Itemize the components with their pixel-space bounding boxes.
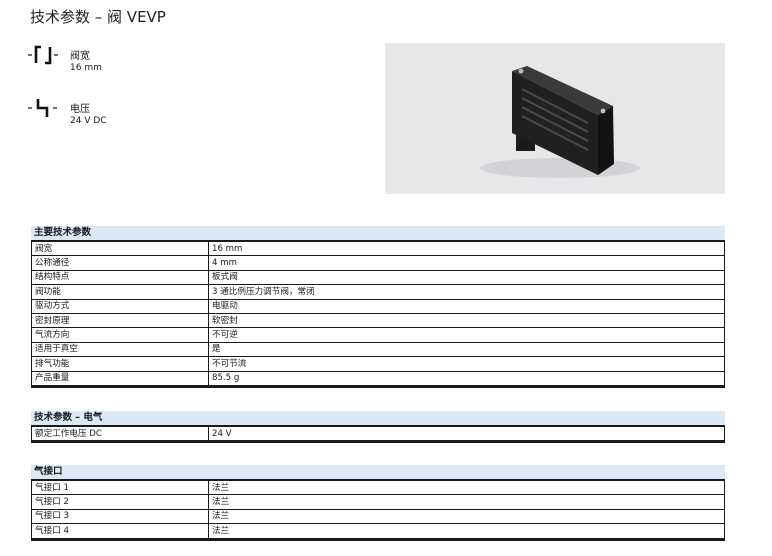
param-value: 软密封 [208,313,725,329]
spec-value: 16 mm [70,63,102,73]
param-name: 额定工作电压 DC [31,427,209,444]
param-name: 适用于真空 [31,342,209,358]
param-name: 驱动方式 [31,299,209,314]
page-title: 技术参数 – 阀 VEVP [30,8,166,26]
table-row: 排气功能不可节流 [31,356,725,372]
spec-label: 阀宽 [70,51,90,62]
param-name: 结构特点 [31,270,209,286]
section-heading: 主要技术参数 [31,226,725,242]
section-heading: 技术参数 – 电气 [31,411,725,427]
param-name: 气流方向 [31,327,209,343]
param-value: 3 通比例压力调节阀，常闭 [208,284,725,300]
table-row: 结构特点板式阀 [31,270,725,286]
param-value: 电驱动 [208,299,725,314]
param-value: 不可节流 [208,356,725,372]
table-row: 密封原理软密封 [31,313,725,329]
voltage-icon [28,99,57,117]
table-row: 驱动方式电驱动 [31,299,725,314]
param-value: 是 [208,342,725,358]
param-name: 阀功能 [31,284,209,300]
spec-label: 电压 [70,104,90,115]
param-value: 法兰 [208,523,725,541]
param-value: 法兰 [208,481,725,496]
param-value: 4 mm [208,255,725,271]
param-name: 气接口 4 [31,523,209,541]
product-image [385,43,725,194]
param-name: 气接口 3 [31,509,209,525]
param-value: 不可逆 [208,327,725,343]
table-row: 适用于真空是 [31,342,725,358]
param-value: 法兰 [208,509,725,525]
valve-product-icon [480,66,640,178]
param-name: 阀宽 [31,242,209,257]
param-value: 24 V [208,427,725,444]
param-value: 法兰 [208,494,725,510]
param-name: 产品重量 [31,371,209,388]
valve-width-icon [28,45,58,65]
param-name: 气接口 2 [31,494,209,510]
param-name: 公称通径 [31,255,209,271]
table-row: 气流方向不可逆 [31,327,725,343]
spec-value: 24 V DC [70,116,107,126]
param-value: 板式阀 [208,270,725,286]
param-name: 气接口 1 [31,481,209,496]
section-heading: 气接口 [31,465,725,481]
param-value: 16 mm [208,242,725,257]
param-value: 85.5 g [208,371,725,388]
param-name: 排气功能 [31,356,209,372]
param-name: 密封原理 [31,313,209,329]
